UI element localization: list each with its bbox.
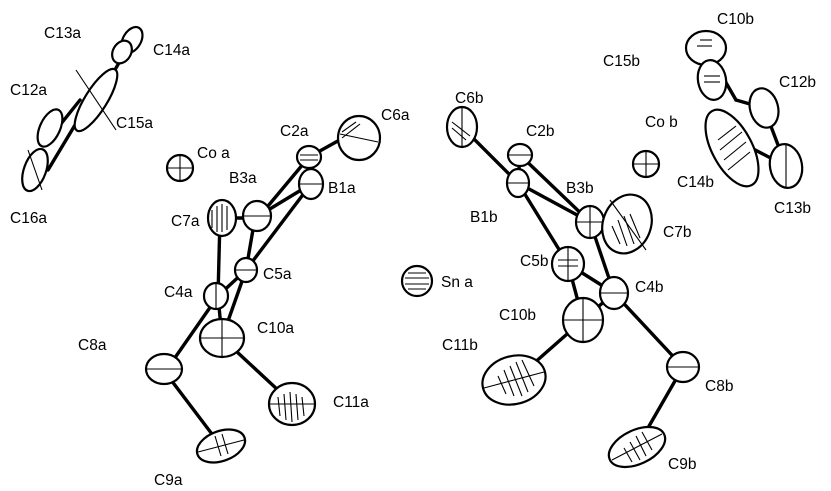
cp-ring-b bbox=[684, 29, 804, 189]
label-c14b: C14b bbox=[677, 174, 714, 191]
atom-b3a bbox=[241, 199, 273, 233]
label-c8b: C8b bbox=[705, 378, 733, 395]
atom-c5a bbox=[233, 256, 259, 284]
label-c7b: C7b bbox=[663, 224, 691, 241]
atoms-a bbox=[144, 114, 382, 464]
atom-c9a bbox=[195, 428, 247, 464]
atom-c4b bbox=[598, 275, 630, 311]
atom-c6b bbox=[445, 105, 479, 149]
atom-c13a bbox=[111, 39, 133, 65]
atom-c9b bbox=[607, 425, 667, 469]
label-c15a: C15a bbox=[116, 115, 153, 132]
label-c10b-ring: C10b bbox=[717, 11, 754, 28]
label-c4a: C4a bbox=[164, 284, 193, 301]
atom-c4a bbox=[202, 281, 230, 311]
label-c11b: C11b bbox=[442, 337, 478, 354]
label-b3b: B3b bbox=[566, 180, 594, 197]
label-c2b: C2b bbox=[526, 123, 554, 140]
label-c16a: C16a bbox=[10, 210, 47, 227]
label-c2a: C2a bbox=[280, 123, 309, 140]
label-c5a: C5a bbox=[263, 266, 292, 283]
atom-c7b bbox=[601, 193, 653, 255]
label-c7a: C7a bbox=[171, 213, 200, 230]
label-c11a: C11a bbox=[333, 394, 369, 411]
label-c10b: C10b bbox=[499, 307, 536, 324]
label-b1b: B1b bbox=[470, 209, 498, 226]
atom-sna bbox=[400, 264, 434, 298]
atom-b1a bbox=[297, 167, 325, 201]
atom-c7a bbox=[206, 198, 238, 238]
label-c5b: C5b bbox=[520, 253, 548, 270]
molecule-b bbox=[445, 29, 804, 469]
atom-c11a bbox=[267, 381, 317, 427]
atom-c2a bbox=[295, 144, 323, 170]
atom-c8b bbox=[665, 350, 701, 384]
label-c15b: C15b bbox=[603, 53, 640, 70]
atom-c2b bbox=[506, 142, 534, 168]
atom-c15b bbox=[696, 59, 728, 101]
label-c4b: C4b bbox=[635, 279, 663, 296]
label-c14a: C14a bbox=[153, 42, 190, 59]
atom-cob bbox=[631, 149, 661, 179]
atom-coa bbox=[165, 153, 195, 183]
cp-ring-a bbox=[21, 25, 144, 193]
molecule-a bbox=[21, 25, 382, 464]
atom-c14b bbox=[704, 108, 760, 188]
label-c9a: C9a bbox=[154, 472, 183, 489]
label-c8a: C8a bbox=[78, 337, 107, 354]
label-coa: Co a bbox=[197, 145, 230, 162]
label-sna: Sn a bbox=[441, 274, 473, 291]
atom-c8a bbox=[144, 352, 184, 386]
atom-c12b bbox=[748, 87, 780, 129]
label-c13b: C13b bbox=[774, 200, 811, 217]
label-c9b: C9b bbox=[668, 456, 696, 473]
label-c12b: C12b bbox=[779, 74, 816, 91]
atom-c6a bbox=[336, 114, 382, 162]
atom-c10b bbox=[561, 296, 605, 344]
label-c12a: C12a bbox=[10, 82, 47, 99]
label-c6a: C6a bbox=[381, 107, 410, 124]
label-b1a: B1a bbox=[328, 180, 356, 197]
atom-c5b bbox=[550, 245, 586, 283]
label-c6b: C6b bbox=[455, 90, 483, 107]
label-c13a: C13a bbox=[44, 25, 81, 42]
atom-c12a bbox=[36, 108, 64, 148]
bonds-a bbox=[163, 130, 356, 448]
atom-c10a bbox=[198, 317, 246, 359]
atom-labels: C13a C14a C12a C15a C16a Co a C2a C6a B3… bbox=[10, 11, 816, 489]
label-b3a: B3a bbox=[229, 170, 257, 187]
atoms-b bbox=[445, 105, 701, 469]
atom-c11b bbox=[481, 354, 547, 406]
atom-b3b bbox=[574, 204, 606, 240]
atom-b1b bbox=[505, 167, 531, 199]
label-c10a: C10a bbox=[257, 320, 294, 337]
label-cob: Co b bbox=[645, 114, 678, 131]
